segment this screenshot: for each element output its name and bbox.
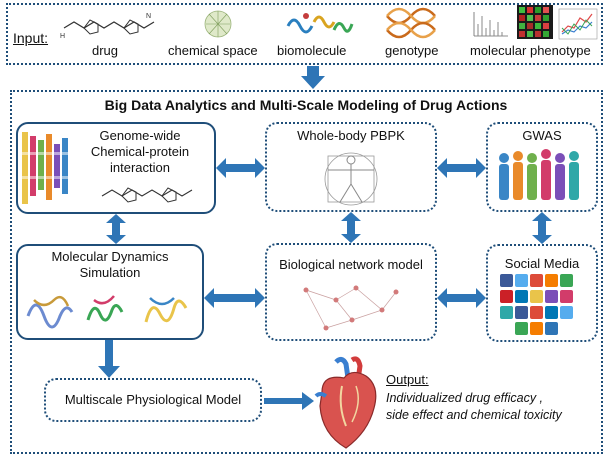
people-group-icon — [496, 148, 588, 204]
md-box — [16, 244, 204, 340]
biomolecule-icon — [284, 8, 354, 40]
drug-structure-icon: H N — [60, 8, 160, 42]
bidirectional-arrow-icon — [204, 288, 265, 308]
multiscale-label: Multiscale Physiological Model — [64, 392, 242, 407]
vertical-bidirectional-arrow-icon — [341, 212, 361, 243]
output-label: Output: — [386, 372, 429, 387]
svg-text:N: N — [146, 13, 151, 20]
input-title: Input: — [13, 30, 49, 46]
bidirectional-arrow-icon — [437, 288, 486, 308]
chem-protein-label: Genome-wide Chemical-protein interaction — [90, 128, 190, 175]
chem-structure-icon — [98, 182, 204, 210]
bidirectional-arrow-icon — [216, 158, 265, 178]
protein-structure-icon — [24, 286, 200, 334]
input-panel — [6, 3, 603, 65]
output-title: Output: — [386, 372, 429, 387]
input-biomolecule: biomolecule — [277, 43, 347, 58]
bio-network-label: Biological network model — [279, 257, 423, 272]
input-genotype: genotype — [385, 43, 439, 58]
input-chemical-space: chemical space — [168, 43, 258, 58]
bio-network-box — [265, 243, 437, 341]
output-line-2: side effect and chemical toxicity — [386, 408, 562, 422]
down-arrow-icon — [97, 340, 121, 378]
gwas-label: GWAS — [522, 128, 562, 143]
social-media-icons-grid — [500, 274, 586, 338]
network-graph-icon — [296, 280, 408, 336]
interaction-matrix-icon — [22, 132, 72, 210]
input-drug: drug — [92, 43, 119, 58]
md-label: Molecular Dynamics Simulation — [51, 249, 169, 280]
input-molecular-phenotype: molecular phenotype — [470, 43, 591, 58]
phenotype-plot-icon — [470, 10, 510, 40]
svg-text:H: H — [60, 33, 65, 40]
vitruvian-man-icon — [320, 146, 382, 208]
bidirectional-arrow-icon — [437, 158, 486, 178]
vertical-bidirectional-arrow-icon — [106, 214, 126, 244]
scatter-plot-icon — [558, 8, 598, 40]
down-arrow-icon — [300, 66, 326, 90]
output-line-1: Individualized drug efficacy , — [386, 391, 544, 405]
social-media-label: Social Media — [504, 256, 580, 271]
right-arrow-icon — [264, 392, 314, 410]
main-panel — [10, 90, 603, 454]
heatmap-icon — [517, 5, 553, 39]
main-title: Big Data Analytics and Multi-Scale Model… — [104, 97, 508, 113]
output-description: Individualized drug efficacy , side effe… — [386, 390, 562, 424]
chemical-space-icon — [203, 8, 233, 40]
heart-icon — [312, 356, 382, 452]
multiscale-box — [44, 378, 262, 422]
vertical-bidirectional-arrow-icon — [532, 212, 552, 244]
pbpk-label: Whole-body PBPK — [297, 128, 405, 143]
dna-icon — [385, 6, 437, 40]
